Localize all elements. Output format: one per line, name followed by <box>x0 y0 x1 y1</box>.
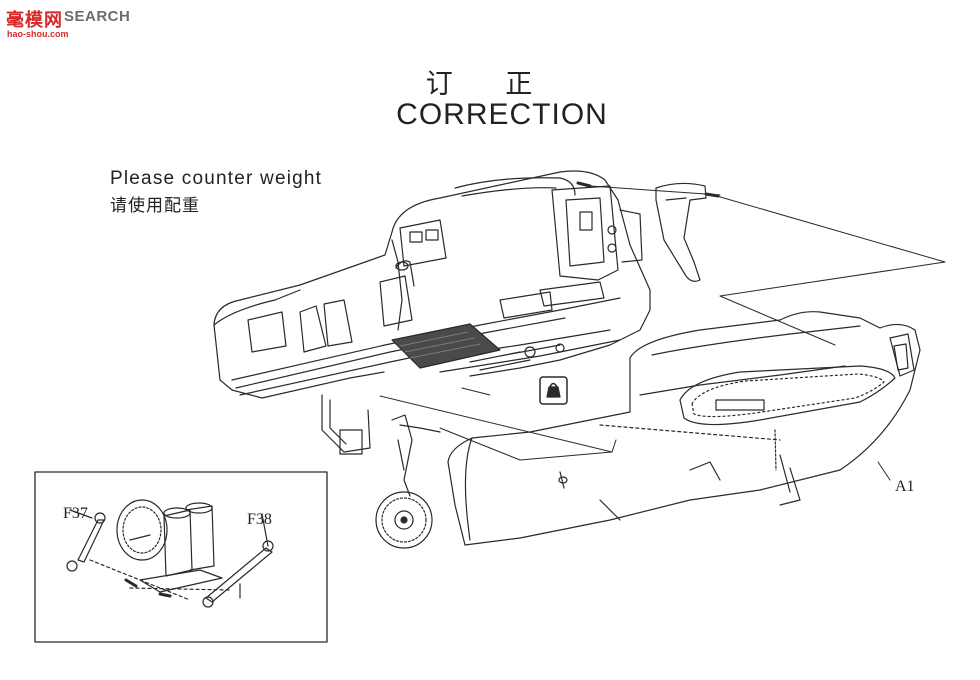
note-cn: 请使用配重 <box>110 196 200 216</box>
side-panel-part <box>655 182 707 282</box>
landing-gear <box>375 414 441 549</box>
watermark-url: hao-shou.com <box>7 29 69 39</box>
weight-icon <box>539 376 568 405</box>
inset-box <box>34 471 328 643</box>
note-en: Please counter weight <box>110 168 323 189</box>
watermark-cn: 毫模网 <box>6 10 63 31</box>
leader-lines <box>379 181 946 481</box>
cockpit-section <box>213 170 651 455</box>
counter-weight-area <box>391 323 501 369</box>
watermark-logo: 毫模网 SEARCH hao-shou.com <box>4 2 164 42</box>
part-label-f38: F38 <box>247 511 272 528</box>
part-label-f37: F37 <box>63 505 88 522</box>
title-en: CORRECTION <box>396 98 608 131</box>
part-label-a1: A1 <box>895 478 915 495</box>
title-cn: 订 正 <box>425 69 555 100</box>
watermark-en: SEARCH <box>64 8 131 25</box>
fuselage-shell-a1 <box>447 311 921 546</box>
